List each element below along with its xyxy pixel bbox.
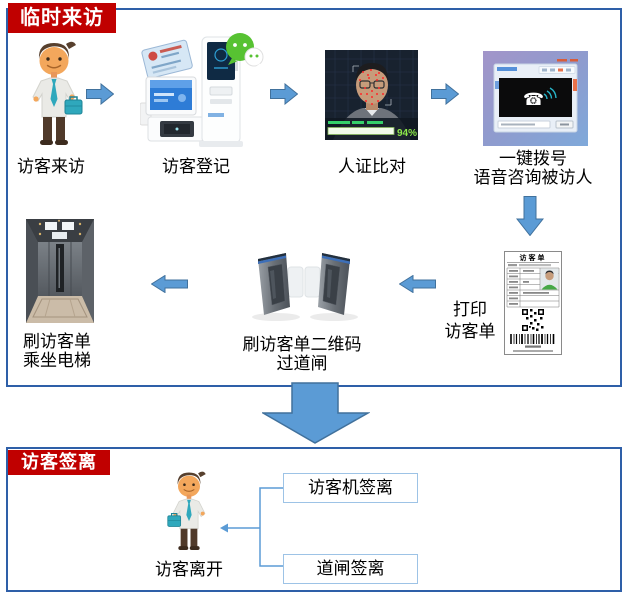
- flow-arrow-left-1: [399, 275, 436, 293]
- visitor-icon: [32, 41, 83, 145]
- registration-kiosk-icon: [140, 33, 264, 147]
- flow-arrow-down: [516, 196, 544, 236]
- briefcase-icon: [69, 96, 78, 100]
- signoff-connector: [220, 487, 283, 567]
- elevator-label: 刷访客单 乘坐电梯: [23, 332, 91, 370]
- option-box-machine-signoff: 访客机签离: [283, 473, 418, 503]
- flow-arrow-right-2: [270, 83, 298, 105]
- visitor-leave-label: 访客离开: [155, 560, 223, 579]
- briefcase-icon: [170, 512, 178, 516]
- option-box-gate-signoff: 道闸签离: [283, 554, 418, 584]
- elevator-icon: [26, 219, 94, 323]
- face-match-score: 94%: [397, 128, 417, 139]
- visitor-arrive-label: 访客来访: [17, 157, 85, 176]
- flow-arrow-left-2: [151, 275, 188, 293]
- gate-glass-wing: [287, 266, 304, 298]
- flow-arrow-right-3: [431, 83, 459, 105]
- visitor-leave-icon: [167, 471, 206, 550]
- face-compare-label: 人证比对: [338, 157, 406, 176]
- visitor-register-label: 访客登记: [162, 157, 230, 176]
- match-progress-bar: [327, 127, 395, 135]
- signoff-banner: 访客签离: [8, 450, 110, 475]
- section-transition-arrow: [262, 382, 370, 444]
- face-match-icon: 94%: [325, 50, 418, 140]
- gate-glass-wing: [304, 266, 321, 298]
- gate-icon: [252, 253, 358, 321]
- visitor-slip-title: 访客单: [520, 253, 547, 262]
- gate-label: 刷访客单二维码 过道闸: [242, 335, 362, 373]
- visitor-slip-icon: 访客单: [504, 251, 562, 355]
- landmark-dots: [359, 69, 384, 105]
- flow-arrow-right-1: [86, 83, 114, 105]
- print-slip-label: 打印 访客单: [444, 300, 496, 341]
- temporary-visit-banner: 临时来访: [8, 3, 116, 33]
- handset-glyph: ☎: [523, 90, 544, 109]
- id-card-icon: [141, 39, 193, 79]
- dial-label: 一键拨号 语音咨询被访人: [473, 149, 593, 187]
- sound-waves: [543, 87, 557, 100]
- wechat-icon: [226, 33, 264, 69]
- phone-call-icon: ☎: [483, 51, 588, 146]
- status-text-line: [328, 121, 383, 124]
- qr-code-icon: [522, 309, 544, 331]
- desktop-terminal-icon: [140, 76, 205, 142]
- barcode-icon: [510, 334, 555, 344]
